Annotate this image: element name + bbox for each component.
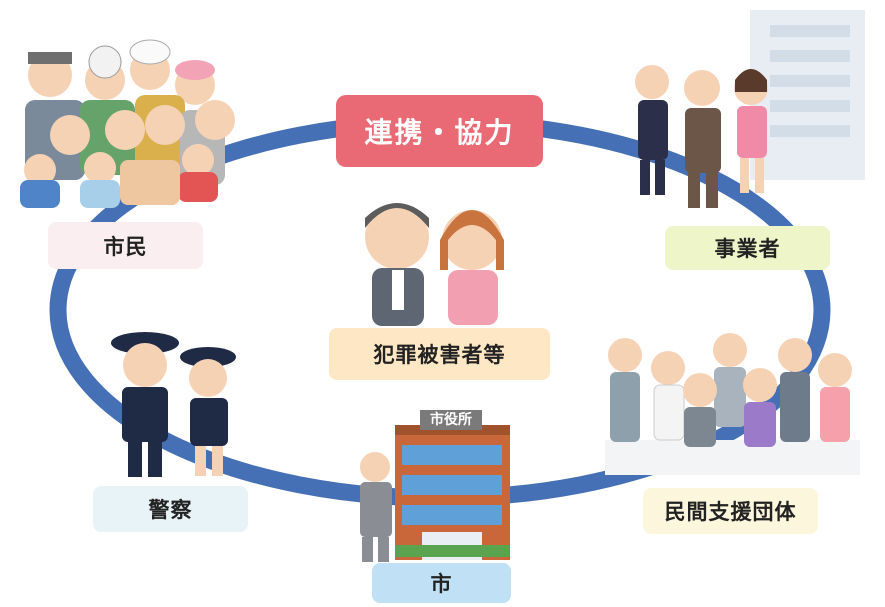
police-officers-illustration: [111, 332, 236, 477]
city-hall-sign: 市役所: [430, 412, 472, 428]
node-label-business: 事業者: [665, 226, 830, 270]
crime-victims-illustration: [365, 203, 504, 326]
node-label-citizens: 市民: [48, 222, 203, 269]
office-building-illustration: [750, 10, 865, 180]
node-label-crime-victims: 犯罪被害者等: [329, 328, 550, 380]
node-label-police: 警察: [93, 486, 248, 532]
support-groups-illustration: [605, 333, 860, 475]
city-hall-illustration: [360, 410, 510, 562]
node-label-city: 市: [372, 563, 511, 603]
citizens-group-illustration: [20, 39, 235, 208]
business-people-illustration: [635, 65, 768, 208]
node-label-support-groups: 民間支援団体: [643, 488, 818, 534]
cooperation-title: 連携・協力: [336, 95, 543, 167]
